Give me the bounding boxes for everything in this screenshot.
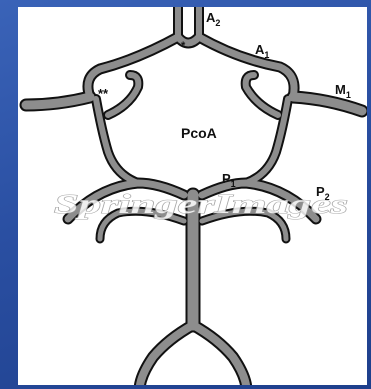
label-pcoa: PcoA (181, 125, 217, 141)
label-a2: A2 (206, 10, 220, 28)
circle-of-willis-figure-panel: SpringerImages A2 * A1 M1 ** PcoA P1 P2 (18, 7, 367, 385)
circle-of-willis-diagram: SpringerImages A2 * A1 M1 ** PcoA P1 P2 (18, 7, 367, 385)
aneurysm-marker: ** (98, 86, 109, 101)
acom-marker: * (181, 40, 186, 52)
springer-images-watermark: SpringerImages (54, 189, 348, 219)
